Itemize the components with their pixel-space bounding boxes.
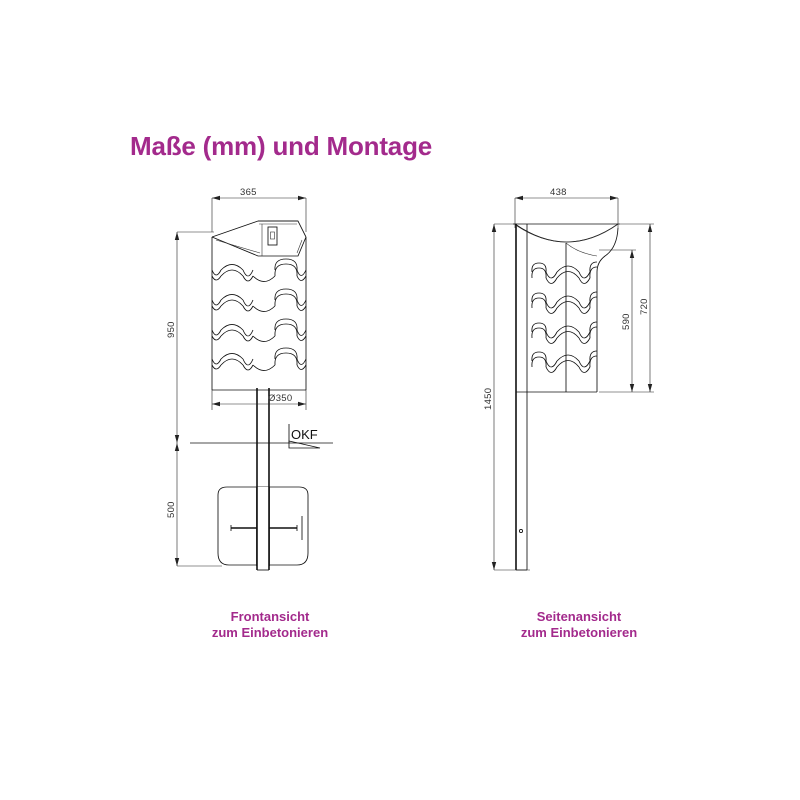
side-dim-depth: 438 xyxy=(514,187,619,228)
front-foundation xyxy=(217,486,309,566)
wave-row xyxy=(531,350,598,373)
front-dim-depth-label: 500 xyxy=(166,501,177,518)
side-post xyxy=(515,224,528,571)
side-view-caption: Seitenansicht zum Einbetonieren xyxy=(468,609,690,641)
page-title: Maße (mm) und Montage xyxy=(130,131,433,161)
side-dim-depth-label: 438 xyxy=(550,187,567,198)
front-ground-level: OKF xyxy=(190,424,333,449)
front-dim-depth: 500 xyxy=(166,443,222,567)
side-hood xyxy=(513,223,620,243)
side-dim-inner-label: 590 xyxy=(621,313,632,330)
front-body xyxy=(211,237,307,391)
wave-row xyxy=(211,318,307,342)
front-view: 365 xyxy=(166,187,333,571)
front-dim-width: 365 xyxy=(211,187,307,232)
front-lid xyxy=(211,220,307,257)
okf-label: OKF xyxy=(291,427,318,442)
side-dim-height-label: 1450 xyxy=(483,388,494,410)
wave-row xyxy=(211,347,307,371)
side-dim-height: 1450 xyxy=(483,223,530,571)
front-view-caption-line2: zum Einbetonieren xyxy=(211,625,329,640)
side-view-caption-line2: zum Einbetonieren xyxy=(520,625,638,640)
front-view-caption-line1: Frontansicht xyxy=(230,609,310,624)
front-dim-height-label: 950 xyxy=(166,321,177,338)
front-dim-diameter-label: Ø350 xyxy=(268,393,292,404)
side-view-caption-line1: Seitenansicht xyxy=(536,609,622,624)
wave-row xyxy=(211,288,307,312)
wave-row xyxy=(531,291,598,314)
wave-row xyxy=(531,321,598,344)
wave-row xyxy=(211,258,307,282)
front-dim-diameter: Ø350 xyxy=(211,390,307,410)
side-dim-inner: 590 xyxy=(599,249,636,393)
front-view-caption: Frontansicht zum Einbetonieren xyxy=(170,609,370,641)
side-view: 438 xyxy=(483,187,654,571)
front-wave-rows xyxy=(211,258,307,371)
wave-row xyxy=(531,261,598,284)
front-dim-height: 950 xyxy=(166,231,214,443)
side-dim-outer: 720 xyxy=(620,223,654,393)
side-wave-rows xyxy=(531,261,598,373)
front-dim-width-label: 365 xyxy=(240,187,257,198)
side-body xyxy=(516,227,619,393)
side-dim-outer-label: 720 xyxy=(639,298,650,315)
